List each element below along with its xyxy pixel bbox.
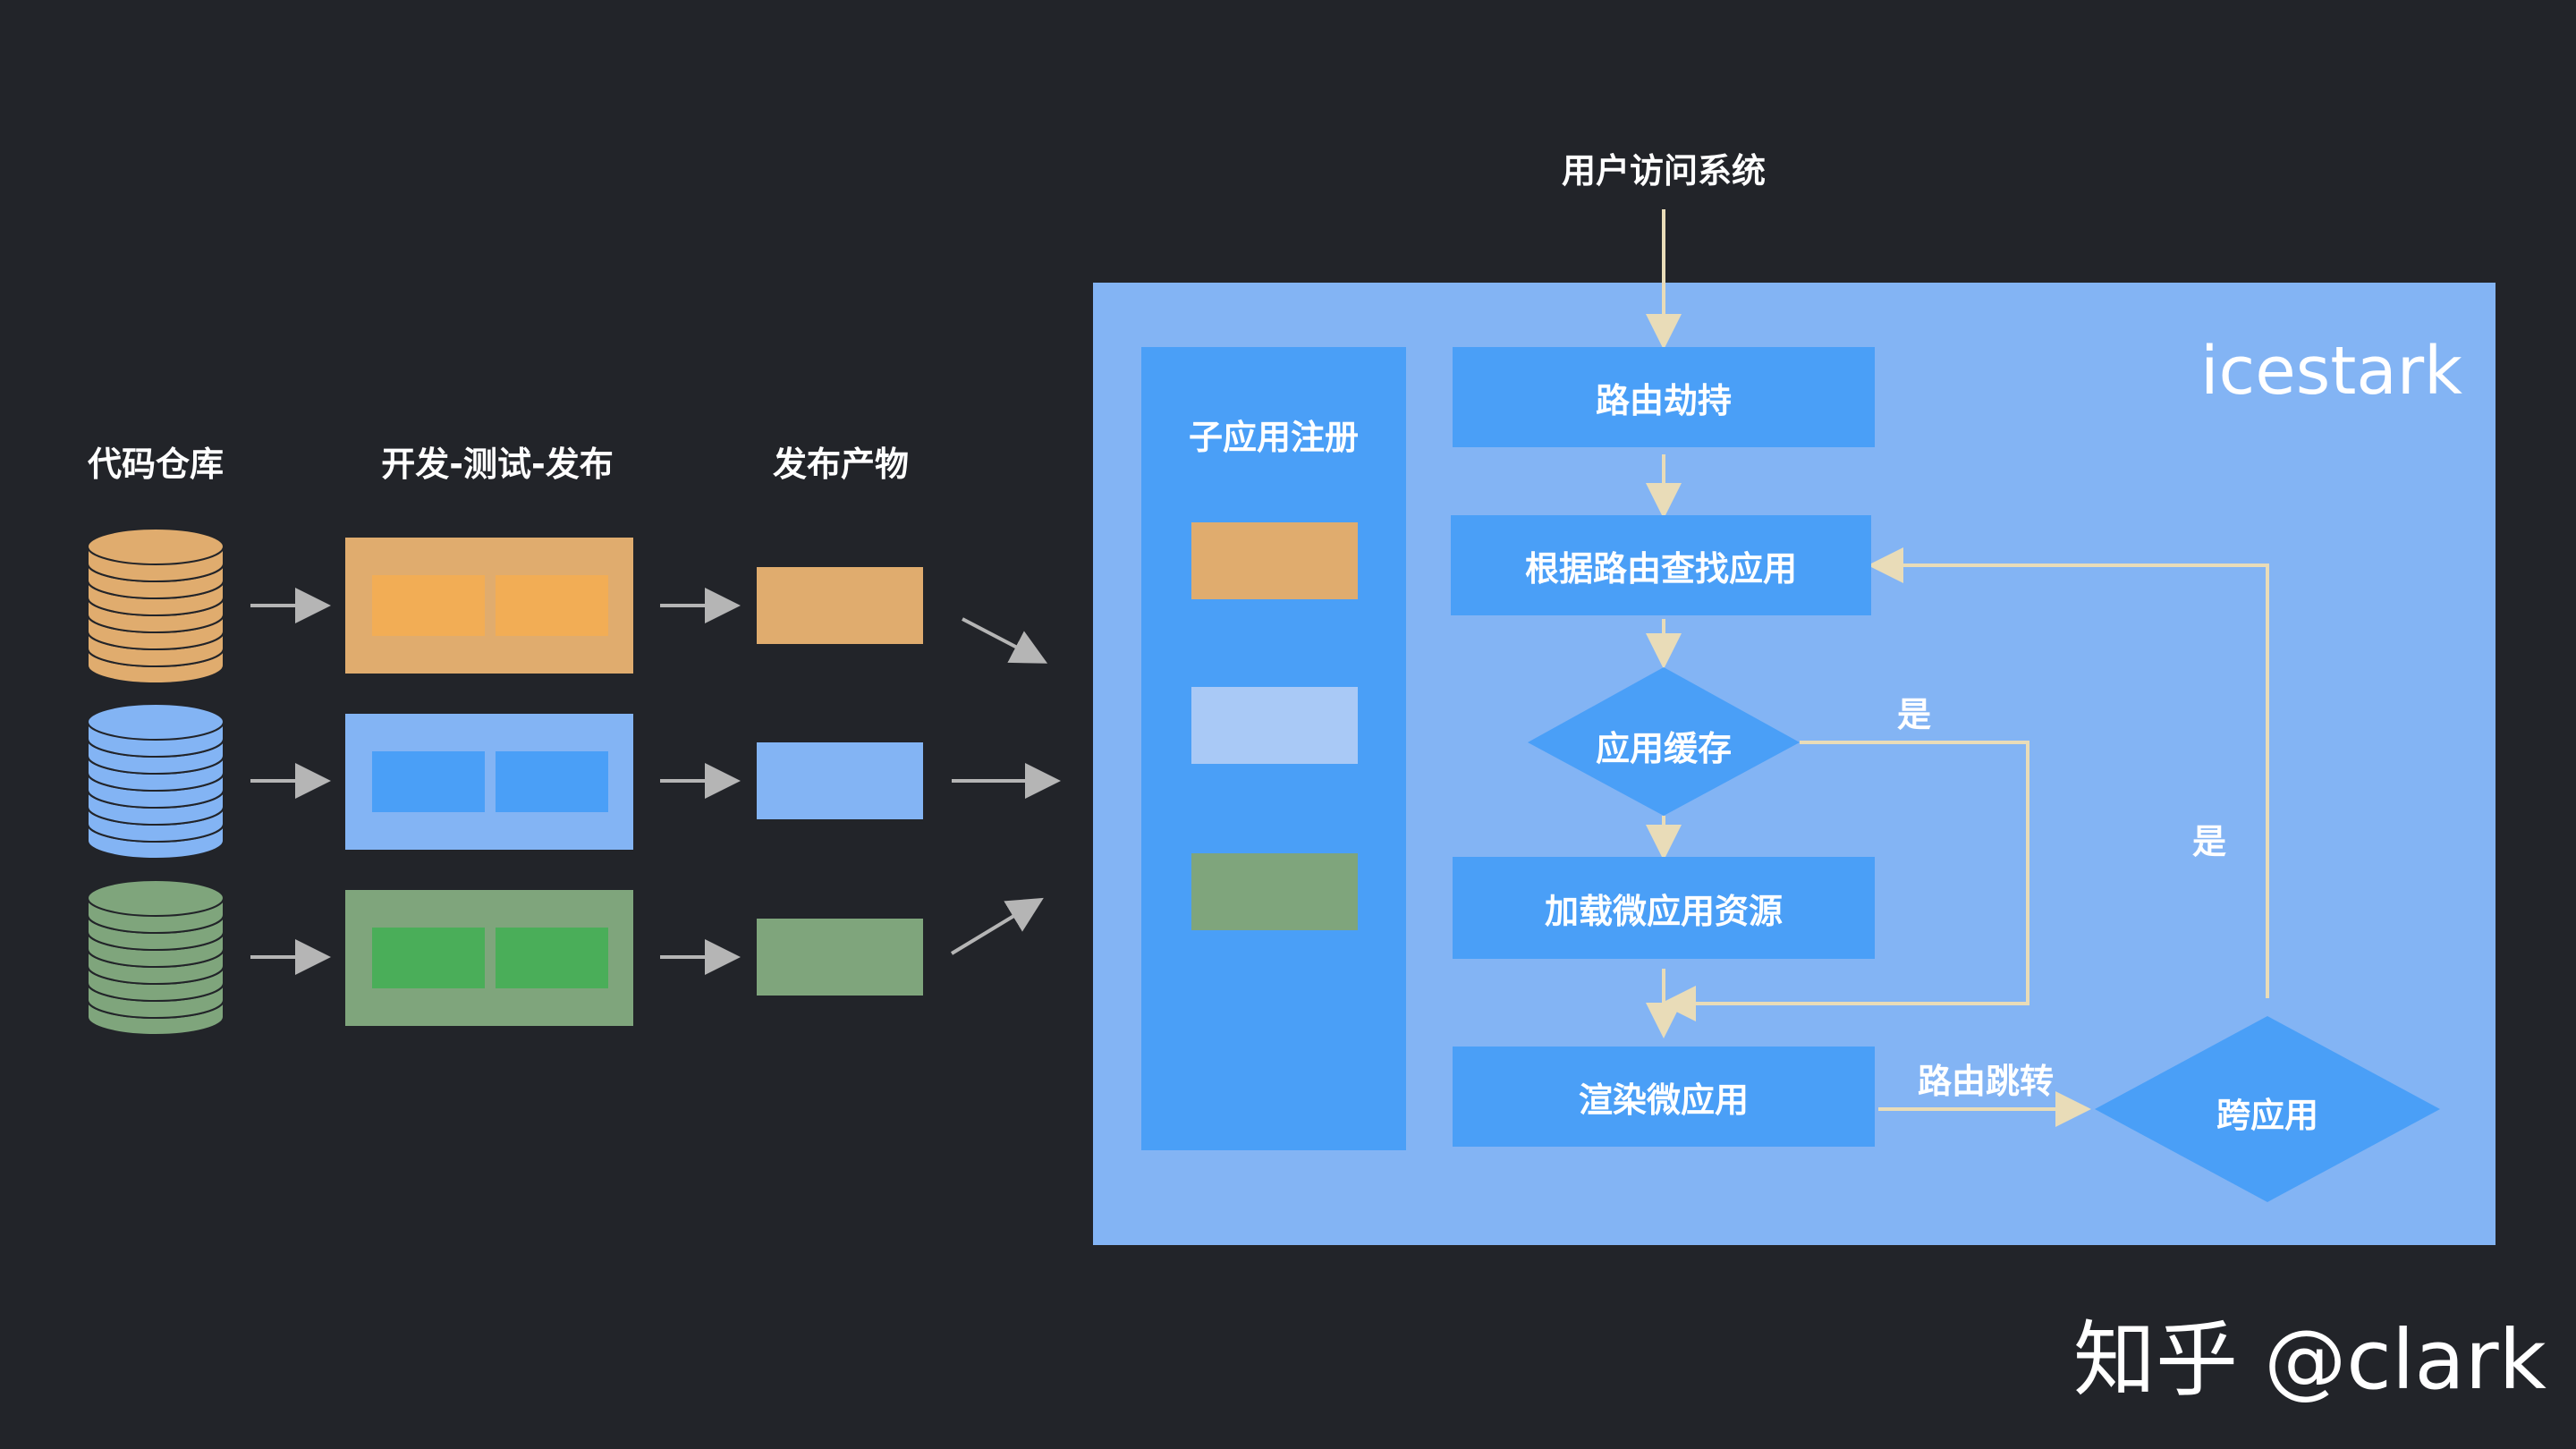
artifact-box-green (757, 919, 923, 996)
dev-inner-blue-right (496, 751, 608, 812)
pipeline-arrows (250, 588, 1061, 975)
dev-inner-green-left (372, 928, 485, 988)
zhihu-watermark: 知乎 @clark (2073, 1312, 2546, 1408)
step-route-hijack: 路由劫持 (1453, 347, 1875, 447)
dev-inner-blue-left (372, 751, 485, 812)
user-access-label: 用户访问系统 (1561, 151, 1766, 191)
dev-inner-orange-right (496, 575, 608, 636)
register-panel-title: 子应用注册 (1188, 418, 1359, 457)
dev-inner-orange-left (372, 575, 485, 636)
column-title-repo: 代码仓库 (87, 445, 224, 484)
step-load-resources: 加载微应用资源 (1453, 857, 1875, 959)
dev-box-green (345, 890, 633, 1026)
edge-label-route-jump: 路由跳转 (1917, 1062, 2054, 1101)
edge-label-cache-yes: 是 (1896, 695, 1931, 734)
sub-app-register-panel: 子应用注册 (1141, 347, 1406, 1150)
artifact-box-orange (757, 567, 923, 644)
edge-label-cross-yes: 是 (2191, 822, 2226, 861)
register-slot-green (1191, 853, 1358, 930)
icestark-brand: icestark (2200, 333, 2462, 410)
decision-app-cache-label: 应用缓存 (1595, 729, 1732, 768)
step-lookup-app: 根据路由查找应用 (1451, 515, 1871, 615)
dev-box-orange (345, 538, 633, 674)
register-slot-blue (1191, 687, 1358, 764)
dev-inner-green-right (496, 928, 608, 988)
column-title-dev-test-release: 开发-测试-发布 (381, 445, 614, 484)
decision-cross-app-label: 跨应用 (2216, 1096, 2318, 1135)
register-slot-orange (1191, 522, 1358, 599)
dev-box-blue (345, 714, 633, 850)
artifact-box-blue (757, 742, 923, 819)
step-render-app: 渲染微应用 (1453, 1046, 1875, 1147)
column-title-artifacts: 发布产物 (772, 445, 909, 484)
